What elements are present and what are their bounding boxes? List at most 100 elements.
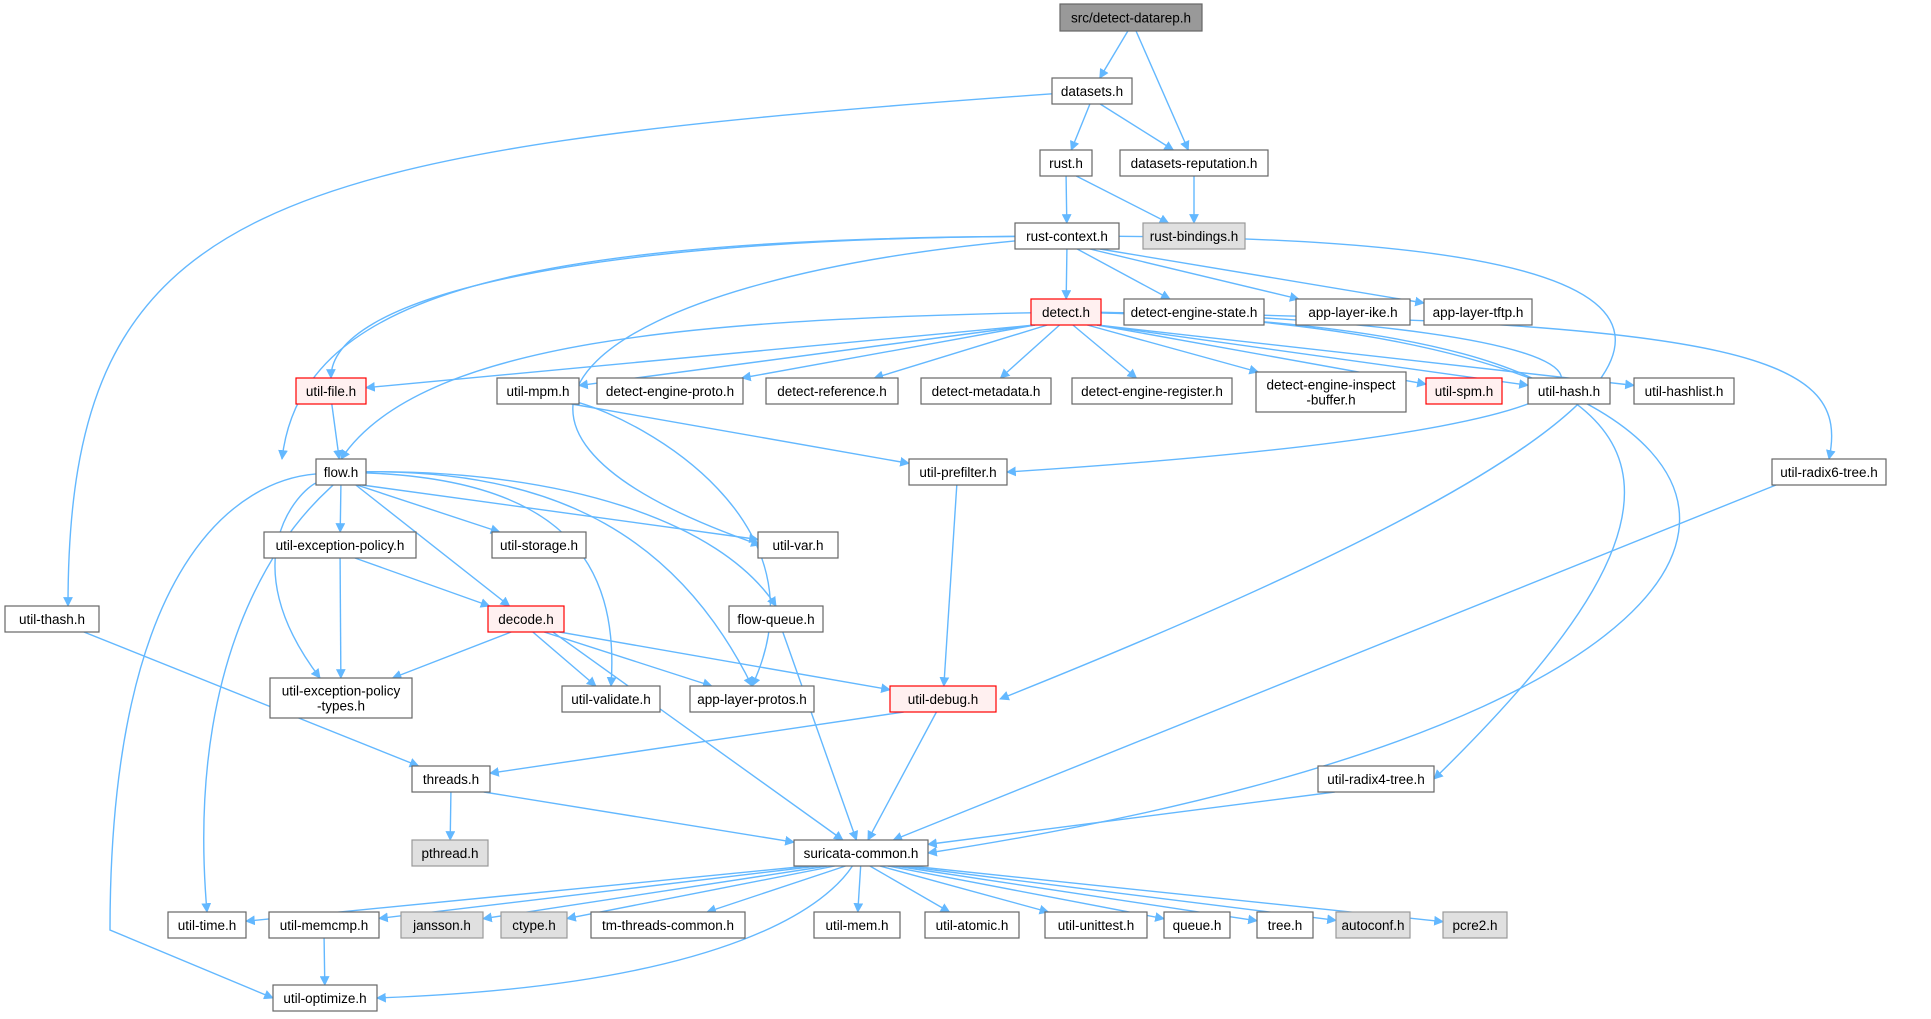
node-box-thash — [4, 605, 100, 633]
edge-excpol-to-decode — [354, 557, 491, 608]
node-label-common: suricata-common.h — [804, 846, 919, 861]
node-label-excpol: util-exception-policy.h — [276, 538, 405, 553]
node-spm[interactable]: util-spm.h — [1425, 377, 1503, 405]
edges-layer — [63, 30, 1836, 1003]
node-des[interactable]: detect-engine-state.h — [1123, 298, 1265, 326]
node-uhash[interactable]: util-hash.h — [1527, 377, 1611, 405]
node-label-rustctx: rust-context.h — [1026, 229, 1108, 244]
node-optimize[interactable]: util-optimize.h — [272, 984, 378, 1012]
node-pthread[interactable]: pthread.h — [411, 839, 489, 867]
node-excpoltypes[interactable]: util-exception-policy-types.h — [269, 677, 413, 719]
node-label-tmthreads: tm-threads-common.h — [602, 918, 734, 933]
node-label-detect: detect.h — [1042, 305, 1090, 320]
edge-flow-to-var — [361, 484, 759, 544]
edge-decode-to-common — [552, 631, 844, 841]
node-autoconf[interactable]: autoconf.h — [1335, 911, 1411, 939]
node-time[interactable]: util-time.h — [167, 911, 247, 939]
node-box-dreg — [1071, 377, 1233, 405]
node-label-atomic: util-atomic.h — [936, 918, 1009, 933]
node-decode[interactable]: decode.h — [487, 605, 565, 633]
node-box-unittest — [1044, 911, 1148, 939]
node-excpol[interactable]: util-exception-policy.h — [263, 531, 417, 559]
node-box-dsrep — [1119, 149, 1269, 177]
edge-flow-to-excpoltypes — [274, 482, 321, 679]
node-dmeta[interactable]: detect-metadata.h — [920, 377, 1052, 405]
node-tmthreads[interactable]: tm-threads-common.h — [590, 911, 746, 939]
node-label-des: detect-engine-state.h — [1131, 305, 1258, 320]
edge-debug-to-common — [867, 711, 938, 841]
node-rust[interactable]: rust.h — [1039, 149, 1093, 177]
node-flowq[interactable]: flow-queue.h — [728, 605, 824, 633]
node-storage[interactable]: util-storage.h — [491, 531, 587, 559]
node-label-pcre2: pcre2.h — [1452, 918, 1497, 933]
node-label-spm: util-spm.h — [1435, 384, 1494, 399]
node-radix4[interactable]: util-radix4-tree.h — [1317, 765, 1435, 793]
node-debug[interactable]: util-debug.h — [889, 685, 997, 713]
node-box-mpm — [496, 377, 580, 405]
node-uhashlist[interactable]: util-hashlist.h — [1633, 377, 1735, 405]
node-common[interactable]: suricata-common.h — [793, 839, 929, 867]
node-prefilter[interactable]: util-prefilter.h — [908, 458, 1008, 486]
edge-datasets-to-rust — [1070, 103, 1091, 151]
node-tftp[interactable]: app-layer-tftp.h — [1423, 298, 1533, 326]
node-label-decode: decode.h — [498, 612, 554, 627]
node-box-prefilter — [908, 458, 1008, 486]
node-box-tmthreads — [590, 911, 746, 939]
node-mpm[interactable]: util-mpm.h — [496, 377, 580, 405]
edge-flow-to-excpol — [335, 484, 346, 533]
node-var[interactable]: util-var.h — [757, 531, 839, 559]
node-ctype[interactable]: ctype.h — [500, 911, 568, 939]
node-radix6[interactable]: util-radix6-tree.h — [1771, 458, 1887, 486]
edge-detect-to-dep — [740, 324, 1036, 382]
node-queue[interactable]: queue.h — [1163, 911, 1231, 939]
node-datasets[interactable]: datasets.h — [1051, 77, 1133, 105]
node-box-datasets — [1051, 77, 1133, 105]
node-flow[interactable]: flow.h — [315, 458, 367, 486]
node-dref[interactable]: detect-reference.h — [765, 377, 899, 405]
node-ike[interactable]: app-layer-ike.h — [1295, 298, 1411, 326]
node-label-root: src/detect-datarep.h — [1071, 11, 1191, 26]
node-dib[interactable]: detect-engine-inspect-buffer.h — [1255, 371, 1407, 413]
node-rustctx[interactable]: rust-context.h — [1014, 222, 1120, 250]
node-box-alprotos — [689, 685, 815, 713]
node-threads[interactable]: threads.h — [411, 765, 491, 793]
node-dep[interactable]: detect-engine-proto.h — [596, 377, 744, 405]
edge-flow-to-validate — [365, 472, 617, 687]
edge-rust-to-rustctx — [1061, 175, 1072, 224]
node-alprotos[interactable]: app-layer-protos.h — [689, 685, 815, 713]
node-validate[interactable]: util-validate.h — [561, 685, 661, 713]
node-memcmp[interactable]: util-memcmp.h — [268, 911, 380, 939]
node-pcre2[interactable]: pcre2.h — [1442, 911, 1508, 939]
edge-threads-to-common — [483, 791, 795, 846]
node-atomic[interactable]: util-atomic.h — [924, 911, 1020, 939]
edge-decode-to-excpoltypes — [391, 631, 512, 680]
node-label-uhash: util-hash.h — [1538, 384, 1600, 399]
edge-common-to-unittest — [879, 865, 1050, 915]
node-jansson[interactable]: jansson.h — [400, 911, 484, 939]
node-detect[interactable]: detect.h — [1030, 298, 1102, 326]
edge-detect-to-mpm — [578, 324, 1036, 390]
node-box-mem — [813, 911, 901, 939]
node-label-ctype: ctype.h — [512, 918, 556, 933]
node-rustbind[interactable]: rust-bindings.h — [1142, 222, 1246, 250]
node-root[interactable]: src/detect-datarep.h — [1059, 3, 1203, 32]
node-label-radix4: util-radix4-tree.h — [1327, 772, 1425, 787]
node-label-autoconf: autoconf.h — [1341, 918, 1404, 933]
node-mem[interactable]: util-mem.h — [813, 911, 901, 939]
node-unittest[interactable]: util-unittest.h — [1044, 911, 1148, 939]
node-utilfile[interactable]: util-file.h — [295, 377, 367, 405]
node-tree[interactable]: tree.h — [1256, 911, 1314, 939]
node-box-atomic — [924, 911, 1020, 939]
node-label-utilfile: util-file.h — [306, 384, 356, 399]
node-box-rust — [1039, 149, 1093, 177]
edge-rustctx-to-flow — [278, 235, 1016, 460]
edge-prefilter-to-debug — [939, 484, 958, 687]
node-thash[interactable]: util-thash.h — [4, 605, 100, 633]
edge-root-to-datasets — [1099, 30, 1129, 79]
node-dsrep[interactable]: datasets-reputation.h — [1119, 149, 1269, 177]
edge-flow-to-optimize — [109, 473, 317, 1000]
edge-detect-to-uhash — [1096, 324, 1529, 389]
node-dreg[interactable]: detect-engine-register.h — [1071, 377, 1233, 405]
node-label-datasets: datasets.h — [1061, 84, 1123, 99]
